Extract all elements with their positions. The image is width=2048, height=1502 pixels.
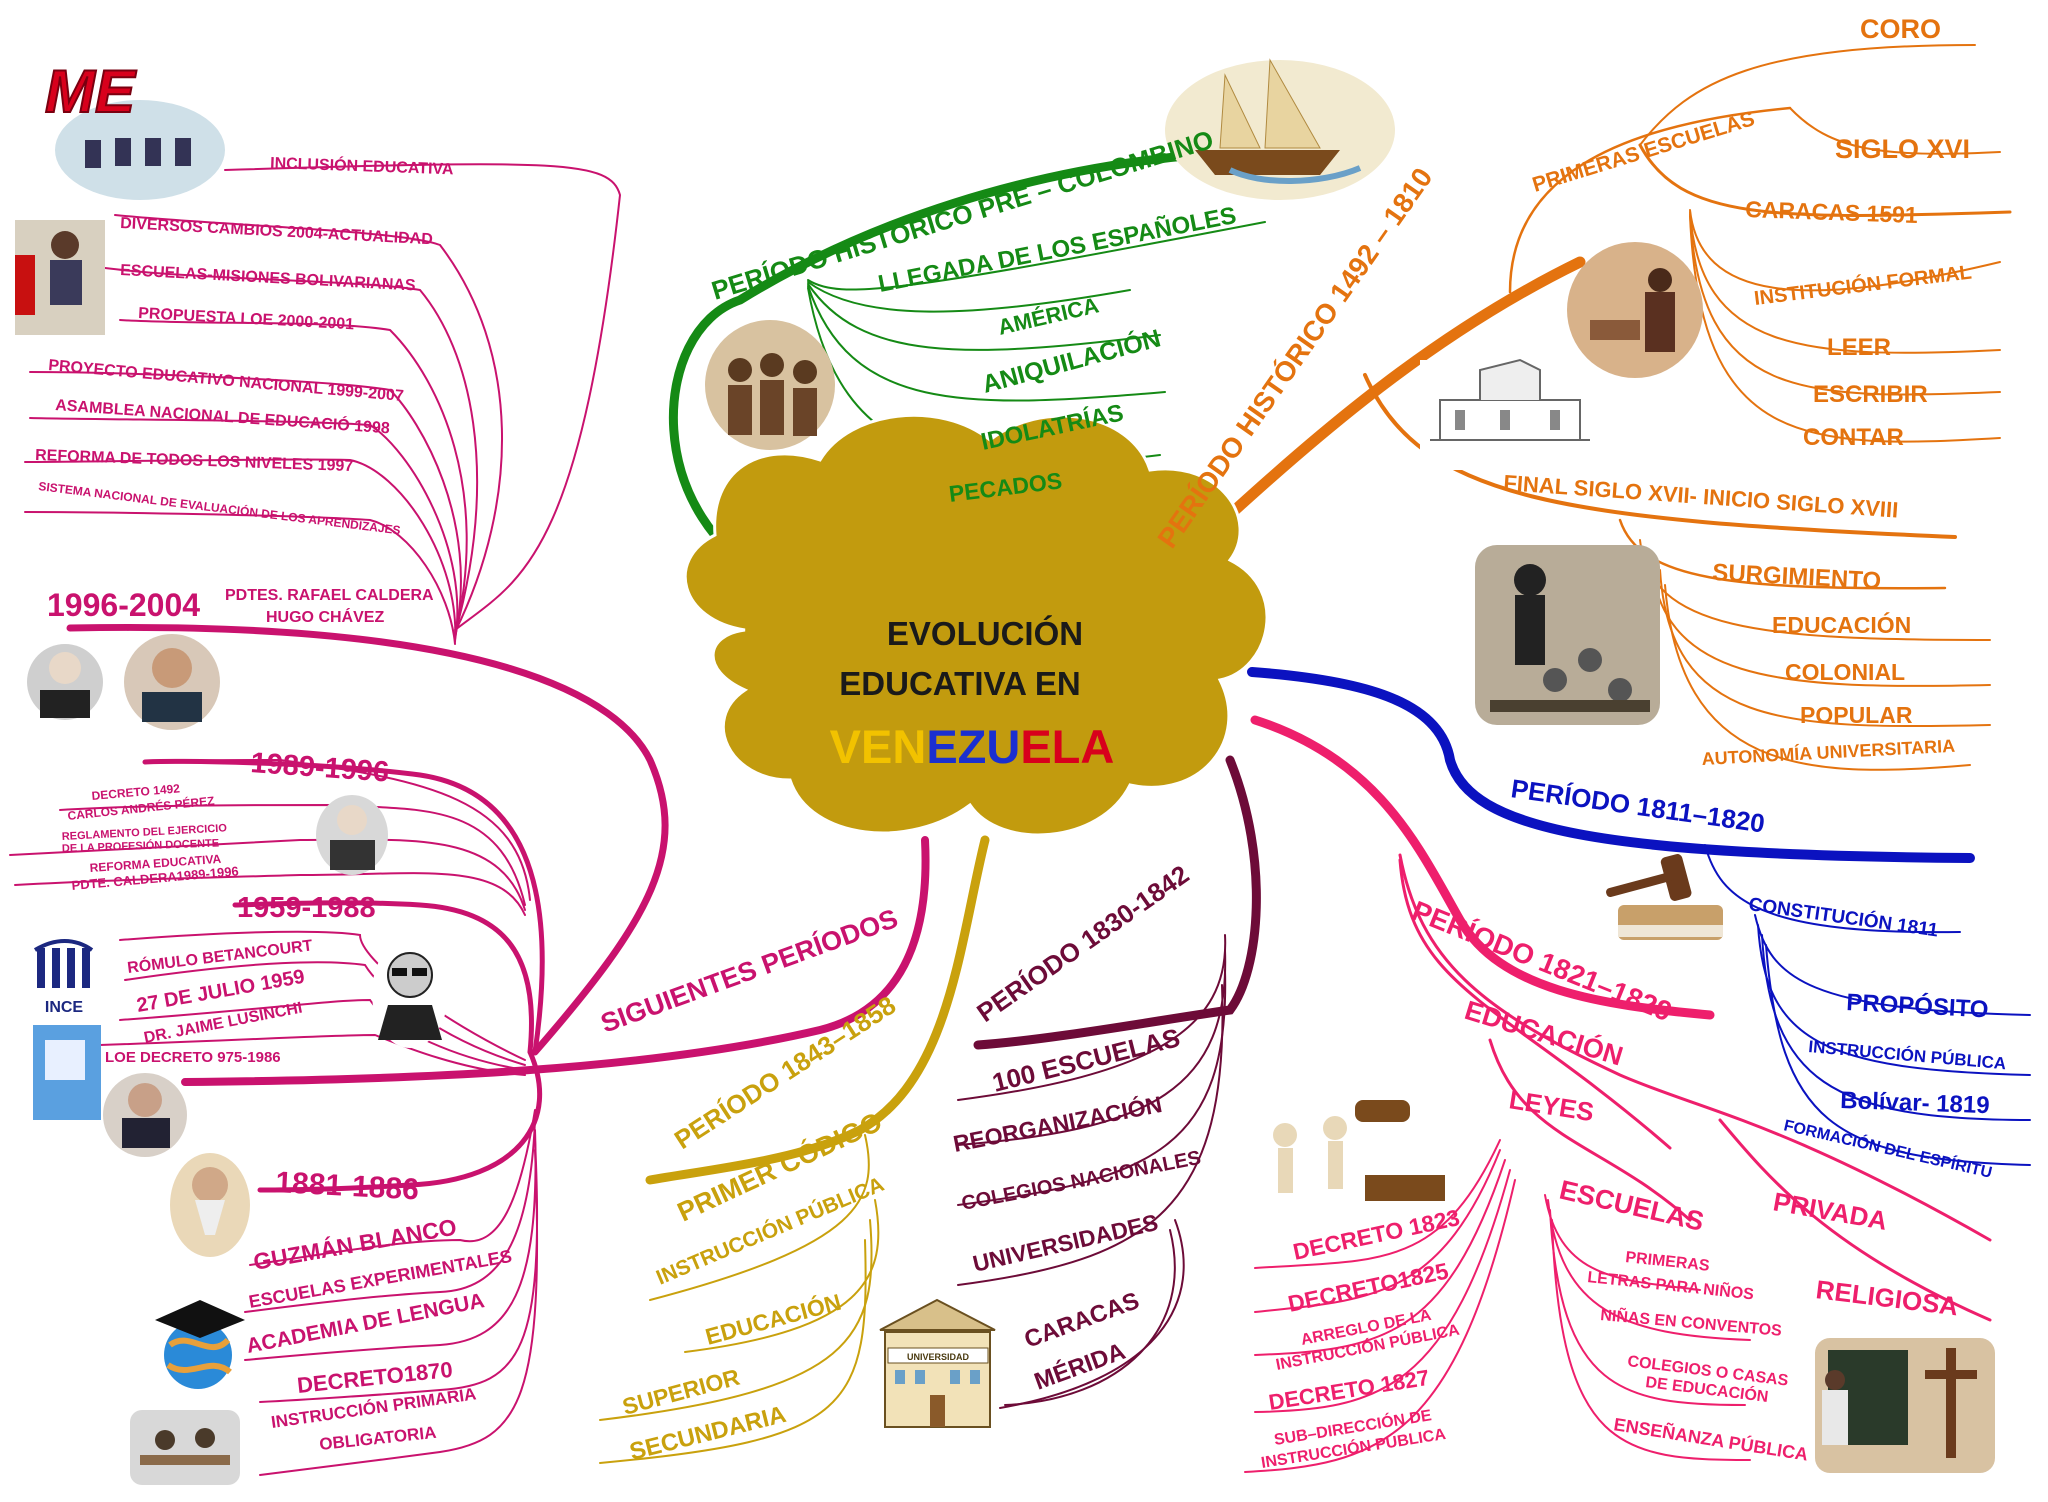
label-primeras-letras-1: PRIMERAS: [1625, 1249, 1711, 1275]
loe-book-picture: [33, 1025, 101, 1120]
university-sign: UNIVERSIDAD: [907, 1352, 970, 1362]
label-leyes: LEYES: [1507, 1084, 1596, 1127]
label-pdtes-1: PDTES. RAFAEL CALDERA: [225, 587, 434, 604]
university-building-picture: UNIVERSIDAD: [879, 1298, 996, 1428]
justice-figures-picture: [1273, 1100, 1445, 1201]
religious-school-picture: [1815, 1338, 1995, 1473]
label-contar: CONTAR: [1803, 424, 1904, 451]
label-escuelas: ESCUELAS: [1557, 1175, 1707, 1237]
label-profesion-docente: DE LA PROFESIÓN DOCENTE: [62, 837, 220, 855]
label-diversos-cambios: DIVERSOS CAMBIOS 2004-ACTUALIDAD: [120, 215, 433, 248]
label-religiosa: RELIGIOSA: [1814, 1274, 1960, 1321]
label-1881-1886: 1881-1886: [275, 1166, 420, 1206]
central-title-line2: EDUCATIVA EN: [839, 665, 1080, 702]
label-surgimiento: SURGIMIENTO: [1712, 559, 1882, 595]
illustrations: UNIVERSIDAD ME: [15, 57, 1995, 1485]
label-inclusion-educativa: INCLUSIÓN EDUCATIVA: [270, 153, 454, 178]
label-leer: LEER: [1827, 334, 1891, 361]
label-escuelas-misiones: ESCUELAS-MISIONES BOLIVARIANAS: [120, 262, 417, 294]
branch-1821: [1244, 715, 1992, 1473]
nuns-classroom-picture: [1475, 545, 1660, 725]
label-periodo-1830: PERÍODO 1830-1842: [971, 859, 1194, 1028]
label-instruccion-publica-gold: INSTRUCCIÓN PÚBLICA: [653, 1172, 888, 1290]
label-educacion-orange: EDUCACIÓN: [1772, 611, 1911, 638]
colonial-classroom-picture: [1567, 242, 1703, 378]
label-siglo-xvi: SIGLO XVI: [1835, 134, 1970, 164]
label-1996-2004: 1996-2004: [47, 587, 200, 623]
ince-logo: INCE: [33, 939, 94, 1016]
branch-1830: [957, 755, 1261, 1409]
label-loe-decreto: LOE DECRETO 975-1986: [105, 1049, 281, 1066]
ince-logo-text: INCE: [45, 999, 84, 1016]
label-universidades: UNIVERSIDADES: [970, 1209, 1160, 1277]
label-propuesta-loe: PROPUESTA LOE 2000-2001: [138, 305, 355, 333]
label-educacion-pink: EDUCACIÓN: [1461, 994, 1626, 1071]
label-institucion-formal: INSTITUCIÓN FORMAL: [1753, 259, 1973, 309]
label-pdtes-2: HUGO CHÁVEZ: [266, 607, 384, 626]
label-popular: POPULAR: [1800, 702, 1913, 728]
label-reforma-niveles: REFORMA DE TODOS LOS NIVELES 1997: [35, 447, 354, 475]
label-1989-1996: 1989-1996: [250, 747, 391, 789]
central-title-line1: EVOLUCIÓN: [887, 615, 1083, 652]
gavel-book-picture: [1606, 854, 1723, 940]
label-final-siglo: FINAL SIGLO XVII- INICIO SIGLO XVIII: [1503, 470, 1899, 523]
graduation-globe-icon: [155, 1300, 245, 1389]
label-escribir: ESCRIBIR: [1813, 381, 1928, 408]
label-sistema-nacional: SISTEMA NACIONAL DE EVALUACIÓN DE LOS AP…: [38, 478, 402, 537]
label-colonial: COLONIAL: [1785, 659, 1905, 685]
label-coro: CORO: [1860, 14, 1941, 44]
label-primeras-escuelas: PRIMERAS ESCUELAS: [1530, 107, 1758, 197]
me-logo: ME: [44, 57, 225, 200]
branch-1811: [1247, 667, 2031, 1166]
label-bolivar-1819: Bolívar- 1819: [1840, 1087, 1990, 1119]
betancourt-portrait: [372, 938, 448, 1048]
label-caracas-1591: CARACAS 1591: [1745, 196, 1919, 228]
label-obligatoria: OBLIGATORIA: [318, 1423, 437, 1454]
central-topic: EVOLUCIÓN EDUCATIVA EN VENEZUELA: [683, 413, 1269, 837]
label-colegios-nacionales: COLEGIOS NACIONALES: [960, 1147, 1203, 1215]
label-ensenanza-publica: ENSEÑANZA PÚBLICA: [1612, 1413, 1809, 1464]
central-cloud: [683, 413, 1269, 837]
caldera-portrait: [316, 795, 388, 875]
label-proyecto-educativo: PROYECTO EDUCATIVO NACIONAL 1999-2007: [48, 357, 405, 405]
label-constitucion-1811: CONSTITUCIÓN 1811: [1747, 893, 1940, 941]
label-decreto-1827: DECRETO 1827: [1267, 1365, 1431, 1415]
label-instruccion-publica-blue: INSTRUCCIÓN PÚBLICA: [1808, 1037, 2007, 1073]
ships-picture: [1165, 58, 1395, 200]
children-classroom-picture: [130, 1410, 240, 1485]
label-caracas: CARACAS: [1021, 1287, 1143, 1353]
label-1959-1988: 1959-1988: [237, 892, 376, 924]
old-school-drawing: [1420, 358, 1595, 470]
label-superior: SUPERIOR: [620, 1364, 743, 1420]
curriculum-book-picture: [15, 220, 105, 335]
branch-1843: [599, 835, 990, 1464]
presidents-portraits: [27, 634, 220, 730]
indigenous-picture: [705, 320, 835, 450]
label-america: AMÉRICA: [996, 292, 1102, 339]
label-ninas-conventos: NIÑAS EN CONVENTOS: [1600, 1304, 1783, 1340]
lusinchi-portrait: [103, 1073, 187, 1157]
label-primeras-letras-2: LETRAS PARA NIÑOS: [1587, 1266, 1756, 1303]
me-logo-text: ME: [45, 58, 137, 125]
label-reorganizacion: REORGANIZACIÓN: [951, 1090, 1164, 1157]
guzman-blanco-portrait: [170, 1153, 250, 1257]
branch-siguientes: [9, 163, 930, 1476]
label-proposito: PROPÓSITO: [1846, 988, 1990, 1023]
label-asamblea-nacional: ASAMBLEA NACIONAL DE EDUCACIÓ 1998: [55, 395, 391, 437]
central-venezuela: VENEZUELA: [830, 720, 1115, 773]
label-educacion-gold: EDUCACIÓN: [702, 1288, 844, 1350]
